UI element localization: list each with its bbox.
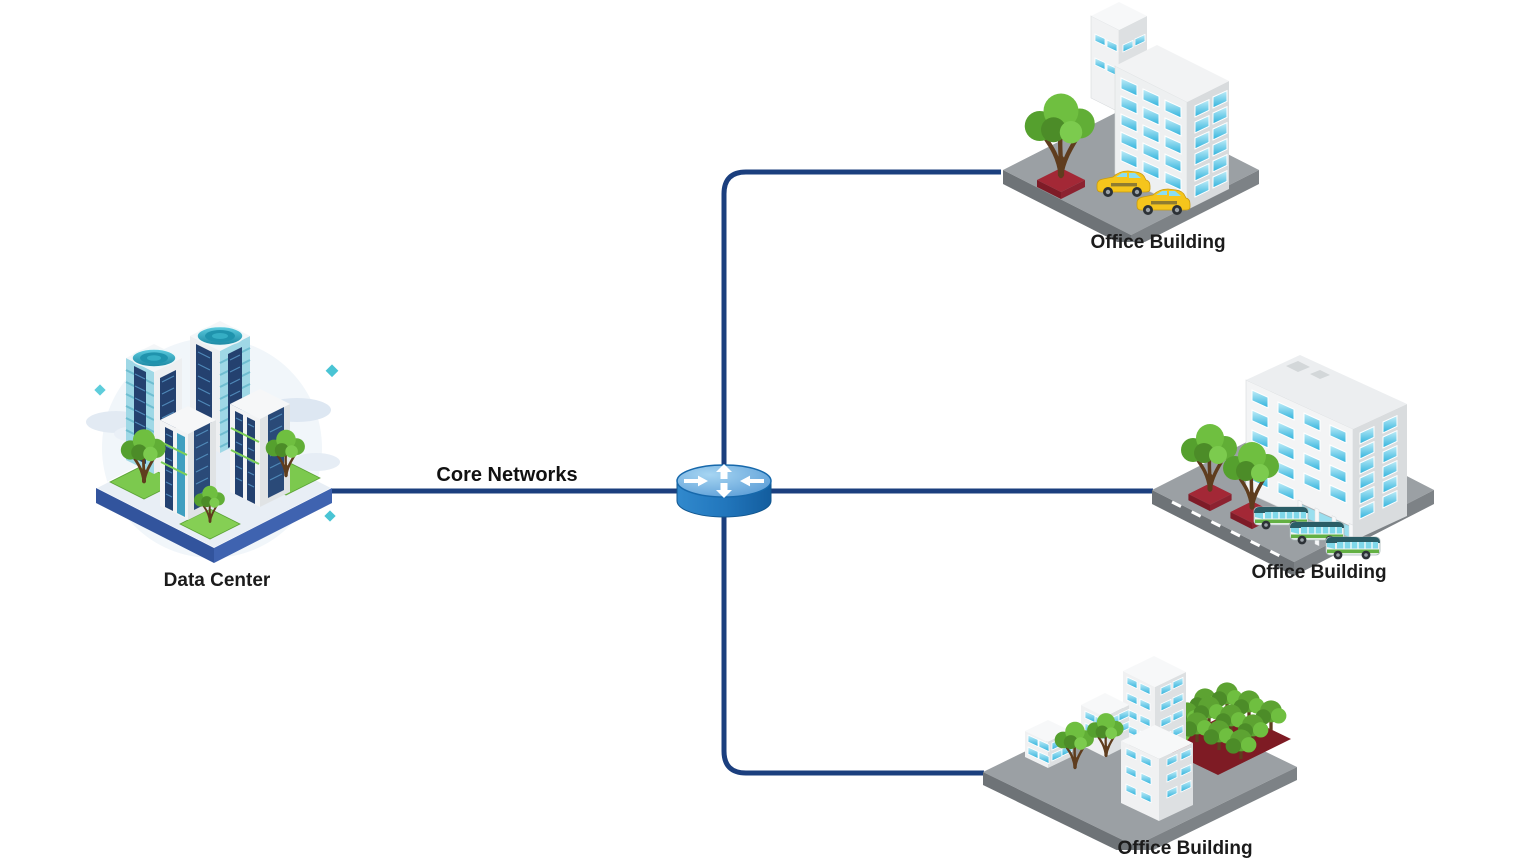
router-arrows [684, 464, 764, 498]
building-small [1025, 720, 1073, 768]
router-icon [676, 464, 772, 518]
core-networks-label: Core Networks [436, 464, 578, 486]
node-core-router [674, 459, 774, 523]
data-center-label: Data Center [163, 570, 271, 591]
edge-router-office-bottom [721, 491, 984, 776]
edge-router-office-top [721, 169, 1001, 491]
data-center-illustration [86, 321, 340, 563]
office-building-bottom-label: Office Building [1117, 838, 1253, 859]
node-office-building-top [995, 2, 1265, 242]
office-campus-trees-illustration [983, 656, 1297, 850]
office-building-taxis-illustration [1003, 2, 1259, 242]
node-office-building-bottom [975, 655, 1305, 850]
node-office-building-middle [1148, 342, 1438, 577]
tower-front-right [230, 389, 290, 507]
office-building-buses-illustration [1152, 355, 1434, 576]
node-data-center [82, 310, 344, 572]
building-front [1121, 725, 1193, 821]
office-building-top-label: Office Building [1090, 232, 1226, 253]
office-building-middle-label: Office Building [1251, 562, 1387, 583]
